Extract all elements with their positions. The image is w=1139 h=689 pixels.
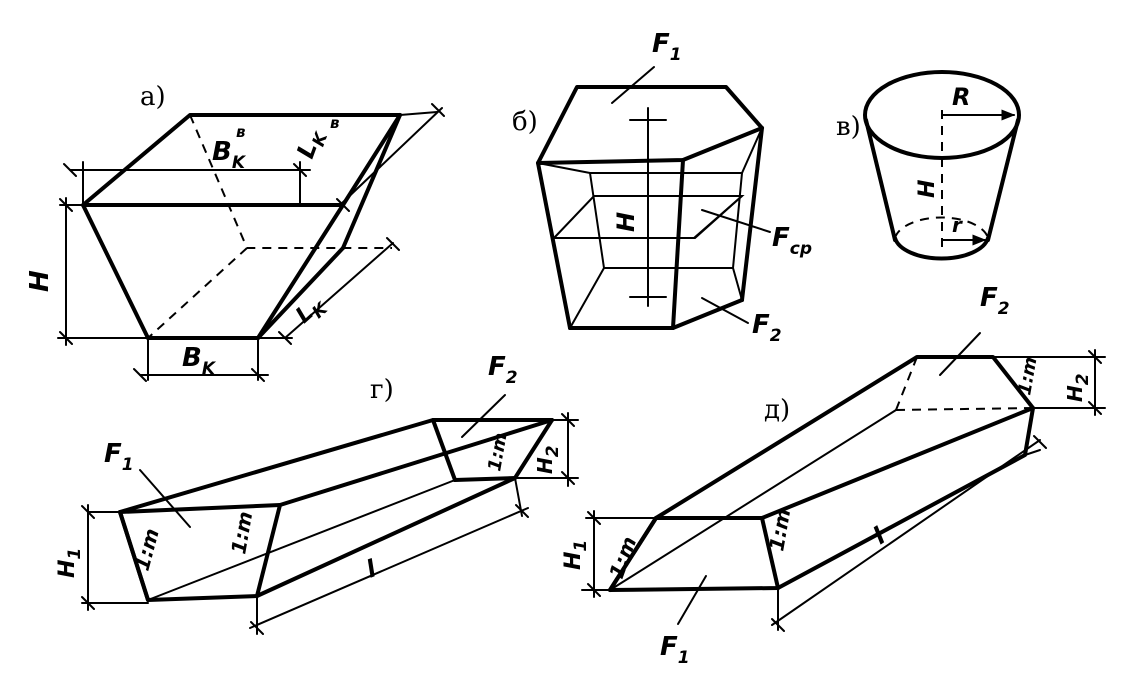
panel-d: д) F2 F1 H1 H2 1:m 1:m 1:m l: [561, 283, 1106, 668]
panel-v: в) R H r: [836, 70, 1021, 261]
panel-g-front-slope: [255, 503, 282, 598]
panel-d-f1-label: F1: [660, 632, 690, 668]
panel-b-edge-3: [740, 126, 764, 302]
panel-b-mid-edge: [693, 195, 743, 239]
panel-g-leader-f1: [139, 469, 191, 528]
panel-a-edge-left: [81, 203, 150, 340]
panel-a-lk-top-sup: в: [330, 114, 340, 132]
panel-g-ticks: [81, 413, 575, 635]
panel-a-hidden-edge-2: [147, 247, 248, 339]
panel-d-top-right: [760, 406, 1035, 520]
panel-d-slope-end: 1:m: [1014, 355, 1041, 397]
panel-d-ticks: [587, 350, 1102, 632]
panel-b-bottom-back: [569, 267, 743, 329]
panel-v-bottom-front: [893, 236, 990, 261]
panel-b-edge-2: [671, 158, 685, 330]
panel-a-ext-5: [399, 111, 438, 116]
panel-v-r-small-label: r: [952, 213, 963, 237]
panel-d-left-slope: [608, 516, 658, 592]
panel-d-h1-label: H1: [561, 540, 591, 570]
panel-a-hidden-edges: [189, 114, 392, 249]
panel-g-slope-end: 1:m: [484, 431, 511, 473]
panel-d-leader-f2: [939, 332, 981, 376]
panel-d-outline: [608, 355, 1035, 592]
panel-a-dim-lk-bottom: [284, 242, 394, 339]
panel-v-side-right: [986, 118, 1020, 242]
panel-g-end-left: [431, 418, 457, 482]
panel-d-bottom-hidden: [609, 409, 897, 591]
panel-d-h2-label: H2: [1063, 373, 1093, 402]
panel-d-label: д): [764, 395, 790, 425]
panel-a-bottom-side: [256, 246, 345, 340]
panel-v-side-left: [864, 118, 897, 242]
panel-b-edge-1: [536, 161, 572, 330]
panel-d-front-slope: [760, 516, 780, 590]
panel-b-leader-fcp: [701, 209, 771, 233]
panel-b-fcp-label: Fcp: [772, 223, 812, 259]
panel-g-top-right: [278, 418, 554, 507]
panel-v-bottom-back: [894, 216, 989, 239]
panel-a-dim-lk-top: [339, 107, 443, 206]
panel-d-hidden-end-2: [895, 407, 1034, 411]
panel-d-ext-6: [1024, 449, 1041, 456]
panel-a-edge-front: [256, 203, 345, 340]
panel-a-ticks: [59, 103, 445, 382]
panel-v-h-label: H: [915, 180, 940, 198]
panel-g: г) F1 F2 H1 H2 1:m 1:m 1:m l: [55, 352, 579, 635]
panel-g-h2-label: H2: [533, 445, 563, 474]
panel-b-bottom-front: [568, 298, 744, 330]
panel-a-h-label: H: [25, 270, 55, 292]
panel-g-f1-label: F1: [104, 439, 134, 475]
panel-b-top-face: [536, 85, 764, 165]
panel-g-top-front: [118, 503, 282, 514]
panel-d-dim-l: [771, 439, 1041, 626]
panel-a-lk-top-label: LK: [291, 124, 332, 164]
panel-b-leader-f1: [611, 66, 655, 104]
panel-g-dim-l: [249, 507, 529, 629]
panel-b-back-top: [537, 127, 763, 174]
panel-g-slope-left: 1:m: [130, 526, 164, 574]
panel-g-h1-label: H1: [55, 548, 85, 578]
panel-a-bk-bottom-label: BK: [182, 343, 217, 379]
panel-b-leader-f2: [701, 297, 749, 324]
panel-d-f2-label: F2: [980, 283, 1010, 319]
panel-g-slope-front: 1:m: [226, 510, 257, 556]
panel-b-h-label: H: [612, 212, 640, 232]
panel-g-left-slope: [118, 510, 150, 602]
panel-d-leader-f1: [677, 575, 707, 625]
panel-v-label: в): [836, 112, 861, 142]
panel-g-label: г): [370, 375, 394, 405]
panel-b-back-left: [589, 172, 605, 269]
panel-a-label: а): [140, 82, 166, 112]
panel-v-r-big-label: R: [952, 83, 970, 111]
panel-b-f1-label: F1: [652, 29, 682, 65]
panel-a: а) BK в LK в H LK BK: [25, 82, 445, 382]
panel-a-edge-right: [341, 113, 402, 250]
panel-a-bk-top-label: BK: [212, 137, 247, 173]
panel-b-f2-label: F2: [752, 310, 782, 346]
panel-g-leader-f2: [461, 394, 506, 438]
panel-g-f2-label: F2: [488, 352, 518, 388]
panel-g-bottom-hidden: [147, 479, 456, 601]
panel-b: б) F1 H Fcp F2: [512, 29, 812, 346]
panel-a-bk-top-sup: в: [236, 123, 246, 141]
panel-g-end-bottom: [453, 476, 517, 482]
panel-b-label: б): [512, 107, 538, 137]
